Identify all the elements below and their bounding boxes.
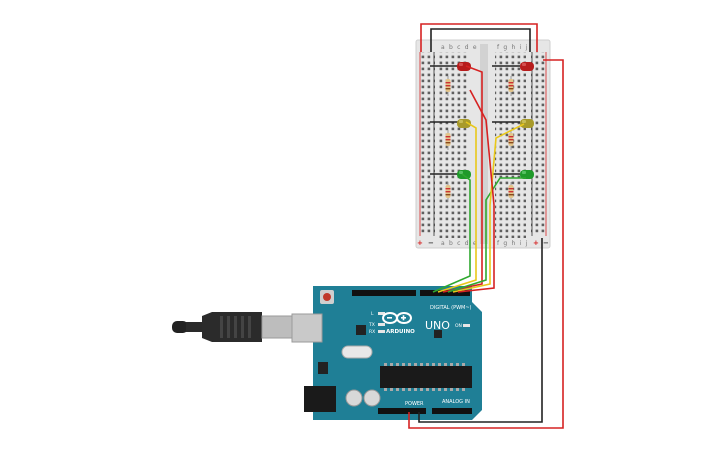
center-channel (480, 44, 488, 244)
breadboard[interactable]: a b c d e f g h i j a b c d e f g h i j … (415, 39, 551, 249)
digital-pwm-label: DIGITAL (PWM~) (430, 305, 472, 311)
led-l-indicator (378, 312, 385, 315)
voltage-regulator (318, 362, 328, 374)
capacitor-1 (345, 389, 363, 407)
resistor-1 (445, 76, 451, 96)
usb-cable-strain-relief (172, 321, 188, 333)
analog-in-label: ANALOG IN (442, 399, 470, 405)
wire-yellow-right (452, 123, 525, 293)
power-label: POWER (405, 401, 424, 407)
capacitor-2 (363, 389, 381, 407)
rail-plus-label-left: + (417, 239, 423, 247)
left-rail-inner (427, 52, 435, 235)
led-label-on: ON (455, 323, 462, 329)
power-header (378, 408, 426, 414)
power-wires (408, 59, 564, 429)
led-label-tx: TX (368, 322, 375, 328)
right-rail-outer (539, 52, 547, 235)
arduino-brand-label: ARDUINO (386, 329, 415, 335)
microcontroller-chip (380, 366, 472, 388)
column-letters-left-top: a b c d e (441, 44, 478, 51)
led-label-l: L (371, 311, 374, 317)
led-on-indicator (463, 324, 470, 327)
resistor-4 (508, 76, 514, 96)
signal-wires (432, 65, 526, 293)
resistor-2 (445, 130, 451, 150)
breadboard-ground-links (430, 65, 520, 175)
resistors (445, 76, 514, 202)
led-red-right (520, 62, 534, 71)
led-red-left (457, 62, 471, 71)
usb-chip (356, 325, 366, 335)
crystal-oscillator (341, 345, 373, 359)
led-label-rx: RX (369, 329, 375, 335)
led-tx-indicator (378, 323, 385, 326)
wire-black-rail-bridge (430, 28, 531, 52)
rail-bridge-wires (420, 23, 538, 52)
column-letters-left-bottom: a b c d e (441, 240, 478, 247)
analog-header (432, 408, 472, 414)
leds[interactable] (457, 62, 534, 179)
arduino-uno-board[interactable]: L TX RX ON ARDUINO UNO DIGITAL (PWM~) PO… (291, 286, 482, 420)
resistor-3 (445, 182, 451, 202)
column-letters-right-bottom: f g h i j (497, 240, 529, 247)
uno-model-label: UNO (425, 319, 450, 332)
right-rail-inner (531, 52, 539, 235)
wire-green-left (432, 173, 471, 293)
digital-header-right (420, 290, 470, 296)
rail-plus-label-right: + (533, 239, 539, 247)
resistor-6 (508, 182, 514, 202)
wire-red-rail-bridge (420, 23, 538, 52)
usb-cable[interactable] (172, 312, 293, 342)
led-yellow-left (457, 119, 471, 128)
resistor-5 (508, 130, 514, 150)
rail-minus-label-left: − (428, 239, 434, 247)
icsp-chip (434, 330, 442, 338)
led-green-right (520, 170, 534, 179)
left-rail-outer (419, 52, 427, 235)
column-letters-right-top: f g h i j (497, 44, 529, 51)
usb-plug-body (202, 312, 262, 342)
usb-socket (291, 313, 323, 343)
led-yellow-right (520, 119, 534, 128)
wire-green-right (447, 177, 526, 293)
digital-header-left (352, 290, 416, 296)
rail-minus-label-right: − (543, 239, 549, 247)
wire-5v-to-rail (408, 59, 564, 429)
led-rx-indicator (378, 330, 385, 333)
dc-power-jack (304, 386, 336, 412)
terminal-strip-left (438, 52, 469, 238)
wire-yellow-left (437, 121, 477, 293)
wire-gnd-to-rail (418, 238, 543, 423)
arduino-logo-icon (382, 312, 412, 324)
wire-red-right (457, 89, 495, 293)
usb-plug-metal (261, 315, 293, 339)
